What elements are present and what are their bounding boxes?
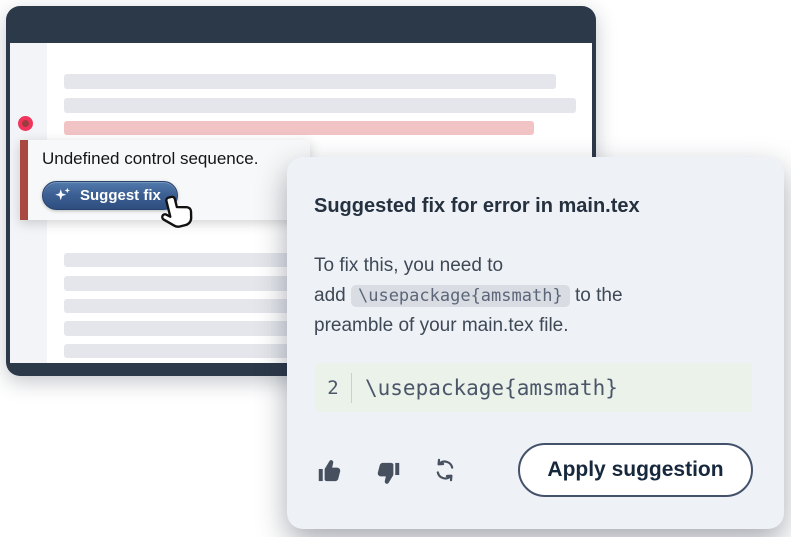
suggest-fix-button[interactable]: Suggest fix [42, 181, 178, 210]
inline-code-chip: \usepackage{amsmath} [350, 285, 570, 307]
error-marker-icon[interactable] [18, 116, 33, 131]
suggestion-card-footer: Apply suggestion [315, 443, 753, 497]
regenerate-icon [436, 458, 454, 482]
code-line-number: 2 [327, 376, 339, 399]
skeleton-line [64, 98, 576, 113]
error-tooltip: Undefined control sequence. Suggest fix [20, 140, 310, 220]
suggested-code-block: 2 \usepackage{amsmath} [315, 363, 752, 412]
suggestion-card-title: Suggested fix for error in main.tex [314, 195, 640, 217]
skeleton-line [64, 74, 556, 89]
hand-cursor-icon [152, 189, 198, 235]
thumbs-down-icon [377, 462, 400, 484]
sparkle-icon [54, 186, 73, 205]
thumbs-down-button[interactable] [372, 460, 403, 487]
thumbs-up-button[interactable] [315, 457, 346, 484]
explanation-line2-prefix: add [314, 285, 346, 306]
explanation-line1: To fix this, you need to [314, 255, 504, 276]
suggestion-card: Suggested fix for error in main.tex To f… [287, 157, 784, 529]
explanation-line3: preamble of your main.tex file. [314, 315, 569, 336]
suggestion-explanation: To fix this, you need to add \usepackage… [314, 251, 623, 341]
apply-suggestion-button[interactable]: Apply suggestion [518, 443, 753, 497]
suggested-code: \usepackage{amsmath} [365, 375, 618, 400]
error-line [64, 121, 534, 135]
suggest-fix-label: Suggest fix [80, 187, 161, 204]
thumbs-up-icon [318, 459, 341, 481]
explanation-line2-suffix: to the [574, 285, 623, 306]
error-message: Undefined control sequence. [42, 149, 259, 168]
error-severity-bar [20, 140, 28, 220]
code-gutter-divider [351, 372, 352, 403]
regenerate-button[interactable] [433, 458, 457, 482]
